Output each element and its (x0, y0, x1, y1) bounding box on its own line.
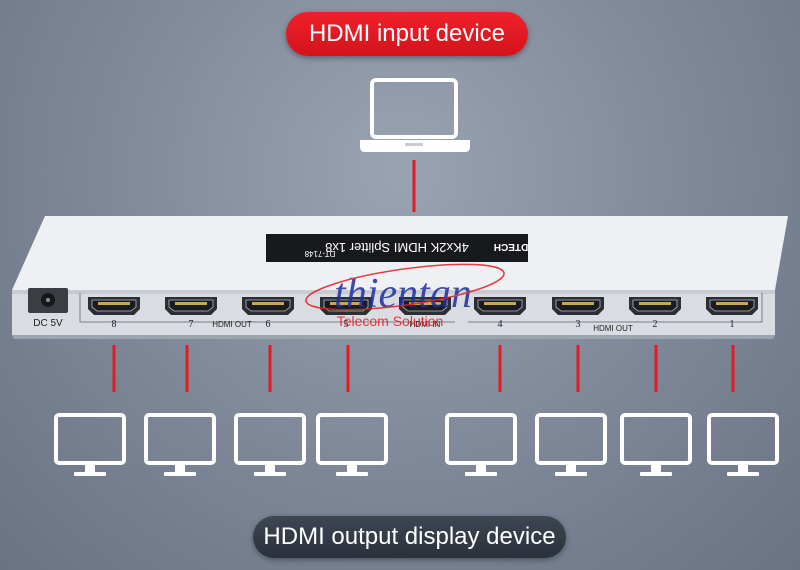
hdmi-out-label-left: HDMI OUT (212, 320, 252, 329)
port-number-label: 4 (498, 319, 503, 330)
hdmi-out-port (474, 297, 526, 315)
port-number-label: 2 (653, 319, 658, 330)
model-label-plate (266, 234, 528, 262)
hdmi-in-label: HDMI IN (410, 320, 441, 329)
laptop-icon (360, 78, 470, 152)
port-number-label: 8 (112, 319, 117, 330)
monitor-icon (144, 413, 216, 476)
watermark-tagline: Telecom Solution (337, 313, 444, 329)
hdmi-out-port (88, 297, 140, 315)
hdmi-out-port (242, 297, 294, 315)
monitor-icon (54, 413, 126, 476)
splitter-device: 4Kx2K HDMI Splitter 1x8 DT-7148 DTECH DC… (12, 216, 788, 339)
hdmi-out-port (706, 297, 758, 315)
port-number-label: 1 (730, 319, 735, 330)
port-number-label: 6 (266, 319, 271, 330)
port-number-label: 5 (344, 319, 349, 330)
hdmi-out-port (552, 297, 604, 315)
hdmi-out-port (320, 297, 372, 315)
hdmi-out-bracket-right (468, 293, 763, 323)
port-number-label: 7 (189, 319, 194, 330)
output-connector-lines (112, 345, 735, 392)
monitor-icon (620, 413, 692, 476)
monitor-icon (316, 413, 388, 476)
model-code: DT-7148 (304, 249, 335, 258)
laptop-port-notch (405, 143, 423, 146)
hdmi-out-port (629, 297, 681, 315)
hdmi-out-port (165, 297, 217, 315)
hdmi-out-label-right: HDMI OUT (593, 324, 633, 333)
port-number-label: 3 (576, 319, 581, 330)
model-label: 4Kx2K HDMI Splitter 1x8 (325, 240, 469, 255)
hdmi-out-bracket-left (79, 293, 455, 323)
output-monitors (54, 413, 779, 476)
hdmi-in-port (399, 297, 451, 315)
monitor-icon (234, 413, 306, 476)
monitor-icon (535, 413, 607, 476)
watermark-swoosh (305, 263, 505, 311)
monitor-icon (707, 413, 779, 476)
dc-power-label: DC 5V (33, 318, 63, 329)
monitor-icon (445, 413, 517, 476)
hdmi-ports: 8 7 6 5 4 3 2 1 (88, 297, 758, 330)
hdmi-input-device-label: HDMI input device (286, 12, 528, 56)
hdmi-output-device-label: HDMI output display device (253, 516, 566, 558)
watermark: thientan Telecom Solution (305, 263, 505, 329)
brand-logo: DTECH (494, 241, 528, 252)
